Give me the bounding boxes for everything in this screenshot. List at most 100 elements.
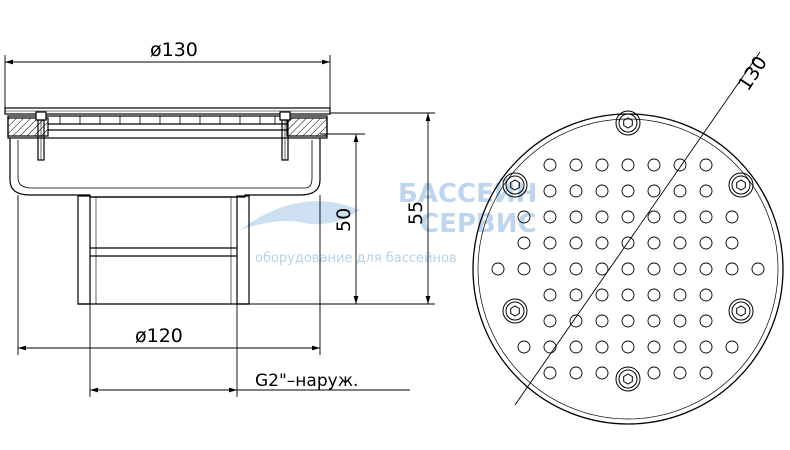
grate-hole	[543, 158, 557, 172]
screw-head	[728, 298, 754, 324]
grate-hole	[699, 236, 713, 250]
grate-hole	[725, 340, 739, 354]
dim-height-outer: 55	[405, 201, 427, 225]
gasket-right	[286, 117, 328, 137]
grate-hole	[543, 288, 557, 302]
grate-hole	[621, 314, 635, 328]
screw-head-inner	[505, 301, 525, 321]
grate-hole	[595, 184, 609, 198]
screw-head	[502, 172, 528, 198]
grate-hole	[673, 366, 687, 380]
grate-hole	[595, 236, 609, 250]
grate-hole	[751, 262, 765, 276]
grate-hole	[673, 158, 687, 172]
grate-hole	[673, 184, 687, 198]
grate-hole	[673, 340, 687, 354]
screw-head-inner	[731, 301, 751, 321]
grate-hole	[543, 236, 557, 250]
grate-hole	[621, 288, 635, 302]
grate-hole	[647, 262, 661, 276]
side-view	[4, 107, 331, 305]
grate-hole	[673, 210, 687, 224]
grate-hole	[647, 236, 661, 250]
screw-head-inner	[505, 175, 525, 195]
grate-hole	[595, 158, 609, 172]
screw-left	[35, 111, 47, 161]
gasket-layer	[7, 115, 328, 139]
grate-hole	[595, 288, 609, 302]
grate-hole	[621, 236, 635, 250]
grate-screws	[502, 110, 754, 392]
dim-height-inner: 50	[333, 208, 355, 232]
hex-socket-icon	[510, 305, 520, 317]
grate-hole	[569, 314, 583, 328]
grate-hole	[699, 366, 713, 380]
grate-hole	[647, 340, 661, 354]
grate-hole	[673, 262, 687, 276]
top-view	[472, 51, 784, 425]
dim-thread: G2"–наруж.	[255, 371, 358, 391]
grate-hole	[569, 262, 583, 276]
grate-hole	[621, 262, 635, 276]
watermark: БАССЕЙН СЕРВИС оборудование для бассейно…	[240, 177, 537, 266]
hex-socket-icon	[623, 373, 633, 385]
grate-hole	[647, 314, 661, 328]
grate-hole	[725, 210, 739, 224]
grate-hole	[647, 366, 661, 380]
grate-hole	[569, 366, 583, 380]
grate-hole	[621, 158, 635, 172]
dimensions-side	[4, 55, 435, 397]
screw-head	[615, 110, 641, 136]
grate-hole	[673, 236, 687, 250]
grate-hole	[569, 210, 583, 224]
grate-hole	[543, 184, 557, 198]
grate-hole	[543, 366, 557, 380]
grate-hole	[699, 314, 713, 328]
grate-hole	[621, 184, 635, 198]
grate-hole	[569, 340, 583, 354]
hex-socket-icon	[623, 117, 633, 129]
grate-hole	[595, 340, 609, 354]
diameter-line	[514, 51, 761, 406]
dim-grate-diameter: 130	[734, 52, 772, 94]
screw-head	[615, 366, 641, 392]
grate-hole	[647, 288, 661, 302]
grate-hole	[699, 210, 713, 224]
hex-socket-icon	[510, 179, 520, 191]
grate-hole	[569, 236, 583, 250]
pipe-wall-left	[77, 195, 91, 305]
gasket-left	[7, 117, 49, 137]
grate-hole	[517, 210, 531, 224]
grate-hole	[543, 314, 557, 328]
grate-hole	[543, 262, 557, 276]
grate-hole	[725, 262, 739, 276]
grate-hole	[673, 314, 687, 328]
grate-inner-circle	[477, 118, 779, 420]
grate-hole	[543, 340, 557, 354]
grate-slots	[59, 116, 276, 124]
hex-socket-icon	[736, 305, 746, 317]
hex-socket-icon	[736, 179, 746, 191]
grate-hole	[517, 340, 531, 354]
watermark-line1: БАССЕЙН	[398, 177, 537, 209]
grate-hole	[673, 288, 687, 302]
grate-hole	[699, 184, 713, 198]
grate-hole	[647, 210, 661, 224]
watermark-line2: СЕРВИС	[420, 209, 537, 239]
pipe-wall-right	[236, 195, 250, 305]
grate-hole	[647, 158, 661, 172]
grate-hole	[725, 236, 739, 250]
grate-hole	[517, 236, 531, 250]
grate-holes	[491, 158, 765, 380]
grate-hole	[543, 210, 557, 224]
grate-hole	[595, 314, 609, 328]
grate-hole	[647, 184, 661, 198]
grate-hole	[699, 288, 713, 302]
grate-hole	[699, 262, 713, 276]
screw-head-inner	[618, 369, 638, 389]
grate-hole	[621, 340, 635, 354]
screw-head	[728, 172, 754, 198]
grate-hole	[517, 262, 531, 276]
grate-hole	[569, 184, 583, 198]
